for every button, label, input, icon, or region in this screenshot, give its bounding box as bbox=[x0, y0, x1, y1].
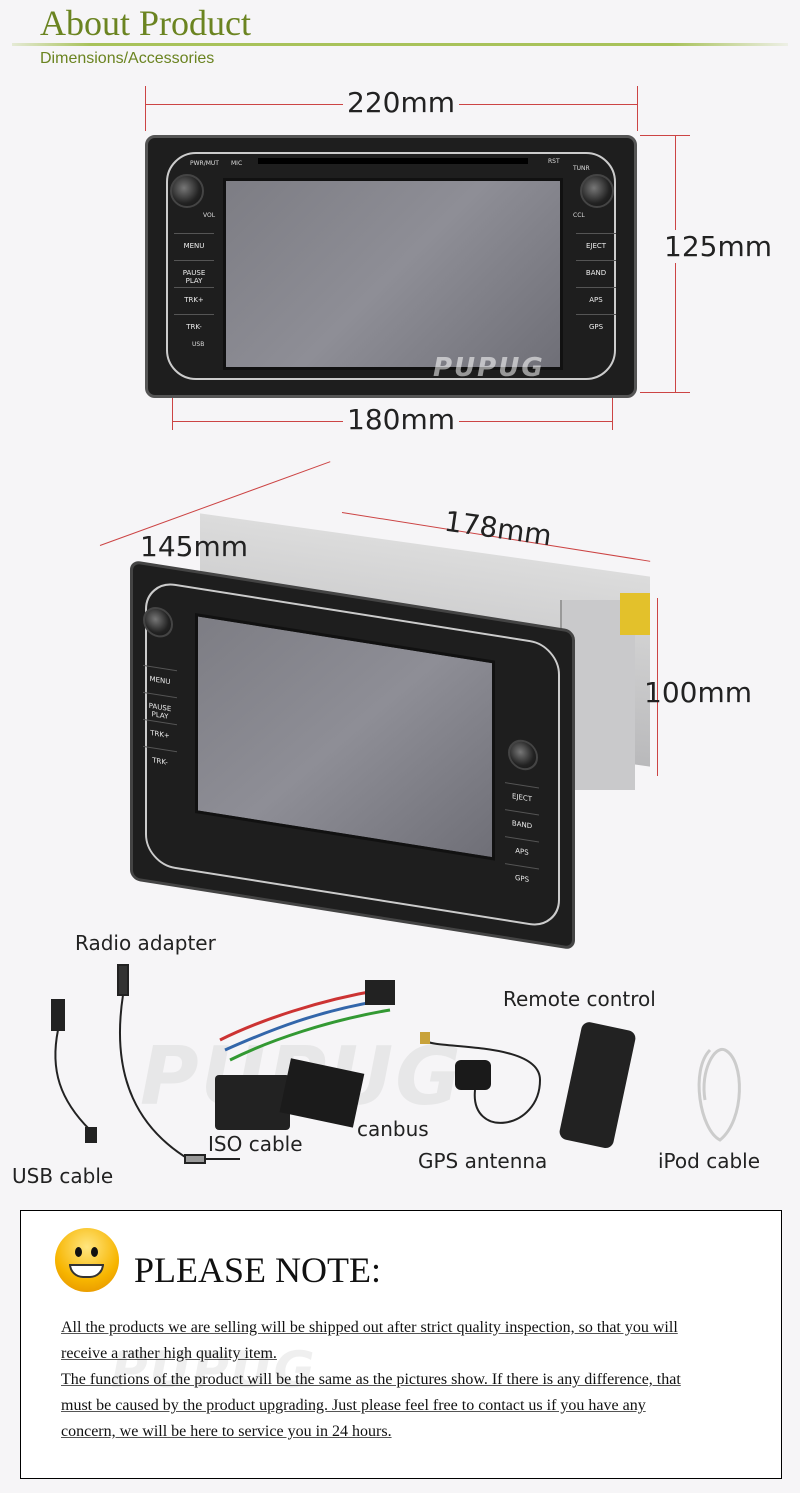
dimension-line-125 bbox=[675, 135, 676, 392]
note-heading: PLEASE NOTE: bbox=[134, 1250, 381, 1290]
dimension-tick bbox=[612, 370, 613, 430]
volume-knob[interactable] bbox=[170, 174, 204, 208]
canbus-label: canbus bbox=[357, 1117, 429, 1141]
display-screen bbox=[223, 178, 563, 370]
gps-antenna-icon bbox=[420, 1032, 542, 1124]
left-button-column: MENU PAUSE PLAY TRK+ TRK- USB bbox=[174, 233, 214, 348]
trk-minus-button[interactable]: TRK- bbox=[174, 314, 214, 341]
ipod-cable-label: iPod cable bbox=[658, 1149, 761, 1173]
remote-control-label: Remote control bbox=[503, 987, 656, 1011]
height-dimension-label-side: 100mm bbox=[644, 676, 752, 709]
note-line: All the products we are selling will be … bbox=[61, 1319, 678, 1336]
canbus-icon bbox=[279, 1058, 365, 1128]
dimension-tick bbox=[172, 370, 173, 430]
eject-button[interactable]: EJECT bbox=[576, 233, 616, 260]
usb-label: USB bbox=[192, 341, 205, 348]
radio-adapter-label: Radio adapter bbox=[75, 931, 216, 955]
band-button[interactable]: BAND bbox=[576, 260, 616, 287]
tune-knob[interactable] bbox=[580, 174, 614, 208]
dimension-tick bbox=[640, 135, 690, 136]
section-subtitle: Dimensions/Accessories bbox=[40, 50, 215, 67]
watermark: PUPUG bbox=[111, 1341, 317, 1399]
page-title: About Product bbox=[40, 3, 251, 43]
dimension-tick bbox=[637, 86, 638, 131]
tunr-label: TUNR bbox=[573, 165, 590, 172]
radio-adapter-icon bbox=[117, 964, 240, 1164]
please-note-box: PLEASE NOTE: PUPUG All the products we a… bbox=[20, 1210, 782, 1479]
height-dimension-label: 125mm bbox=[660, 230, 776, 263]
right-button-column: EJECT BAND APS GPS bbox=[576, 233, 616, 341]
head-unit-front: PWR/MUT MIC RST TUNR VOL CCL MENU PAUSE … bbox=[145, 135, 637, 398]
note-line: must be caused by the product upgrading.… bbox=[61, 1397, 646, 1414]
iso-cable-icon bbox=[215, 980, 395, 1130]
inner-width-dimension-label: 180mm bbox=[343, 403, 459, 436]
disc-slot bbox=[258, 158, 528, 164]
warning-sticker bbox=[620, 593, 650, 635]
trk-minus-button[interactable]: TRK- bbox=[143, 745, 177, 779]
rst-label: RST bbox=[548, 158, 560, 165]
watermark: PUPUG bbox=[433, 353, 545, 383]
dimension-line-100 bbox=[657, 598, 658, 776]
width-dimension-label-side: 178mm bbox=[442, 504, 554, 553]
note-line: receive a rather high quality item. bbox=[61, 1345, 277, 1362]
dimension-tick bbox=[145, 86, 146, 131]
aps-button[interactable]: APS bbox=[576, 287, 616, 314]
mic-label: MIC bbox=[231, 160, 243, 167]
pwr-label: PWR/MUT bbox=[190, 160, 219, 167]
note-line: The functions of the product will be the… bbox=[61, 1371, 681, 1388]
depth-dimension-label: 145mm bbox=[140, 530, 248, 563]
sel-label: CCL bbox=[573, 212, 585, 219]
right-button-column: EJECT BAND APS GPS bbox=[505, 782, 539, 896]
ipod-cable-icon bbox=[697, 1047, 741, 1142]
dimension-tick bbox=[640, 392, 690, 393]
trk-plus-button[interactable]: TRK+ bbox=[174, 287, 214, 314]
pause-play-button[interactable]: PAUSE PLAY bbox=[174, 260, 214, 287]
accessories-illustration bbox=[51, 964, 741, 1164]
header-divider bbox=[12, 43, 788, 46]
usb-cable-label: USB cable bbox=[12, 1164, 114, 1188]
note-line: concern, we will be here to service you … bbox=[61, 1423, 392, 1440]
vol-label: VOL bbox=[203, 212, 216, 219]
iso-cable-label: ISO cable bbox=[208, 1132, 303, 1156]
left-button-column: MENU PAUSE PLAY TRK+ TRK- bbox=[143, 664, 177, 779]
gps-button[interactable]: GPS bbox=[505, 863, 539, 896]
menu-button[interactable]: MENU bbox=[174, 233, 214, 260]
note-text: All the products we are selling will be … bbox=[61, 1315, 681, 1445]
chrome-trim bbox=[166, 152, 616, 380]
width-dimension-label: 220mm bbox=[343, 86, 459, 119]
usb-cable-icon bbox=[51, 999, 97, 1143]
remote-control-icon bbox=[559, 1022, 636, 1149]
gps-antenna-label: GPS antenna bbox=[418, 1149, 548, 1173]
gps-button[interactable]: GPS bbox=[576, 314, 616, 341]
smiley-icon bbox=[55, 1228, 119, 1292]
